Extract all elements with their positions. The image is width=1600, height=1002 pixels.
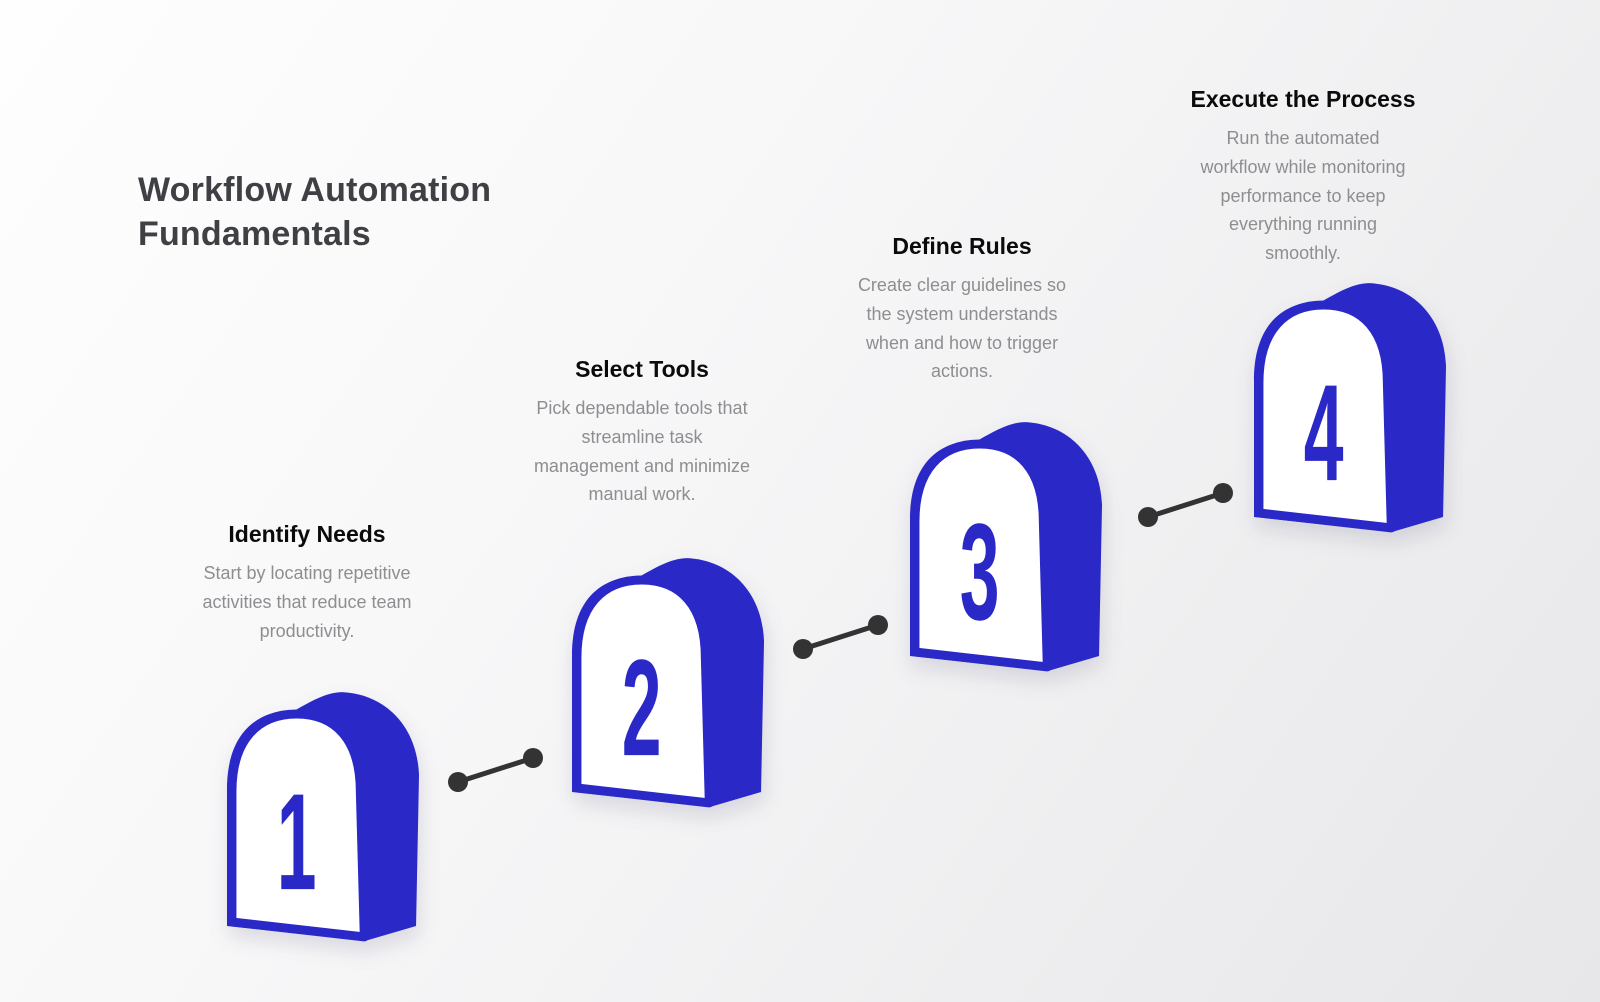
step-4-badge: 4 bbox=[1252, 281, 1451, 540]
step-4-number: 4 bbox=[1304, 357, 1344, 510]
step-3-text-block: Define Rules Create clear guidelines so … bbox=[802, 233, 1122, 386]
arch-badge-icon: 1 bbox=[226, 692, 420, 942]
step-1-description: Start by locating repetitive activities … bbox=[202, 563, 412, 641]
page-title: Workflow Automation Fundamentals bbox=[138, 171, 492, 254]
step-1-text-block: Identify Needs Start by locating repetit… bbox=[147, 521, 467, 645]
connector-step1-step2 bbox=[448, 748, 543, 792]
step-4-text-block: Execute the Process Run the automated wo… bbox=[1143, 86, 1463, 268]
connector-dot bbox=[448, 772, 468, 792]
step-1-number: 1 bbox=[277, 766, 317, 919]
step-2-heading: Select Tools bbox=[575, 356, 709, 382]
connector-dot bbox=[1213, 483, 1233, 503]
connector-dot bbox=[868, 615, 888, 635]
connector-step2-step3 bbox=[793, 615, 888, 659]
connector-step3-step4 bbox=[1138, 483, 1233, 527]
step-2-number: 2 bbox=[622, 632, 662, 785]
step-1-badge: 1 bbox=[225, 690, 424, 949]
step-3-heading: Define Rules bbox=[892, 233, 1032, 259]
step-2-badge: 2 bbox=[570, 556, 769, 815]
arch-badge-icon: 4 bbox=[1253, 283, 1447, 533]
arch-badge-icon: 2 bbox=[571, 558, 765, 808]
connector-dot bbox=[1138, 507, 1158, 527]
connector-dot bbox=[793, 639, 813, 659]
step-4-heading: Execute the Process bbox=[1190, 86, 1416, 112]
arch-badge-icon: 3 bbox=[909, 422, 1103, 672]
step-3-badge: 3 bbox=[908, 420, 1107, 679]
step-3-number: 3 bbox=[960, 496, 1000, 649]
step-1-heading: Identify Needs bbox=[228, 521, 386, 547]
step-2-description: Pick dependable tools that streamline ta… bbox=[533, 398, 751, 505]
connector-dot bbox=[523, 748, 543, 768]
step-3-description: Create clear guidelines so the system un… bbox=[857, 275, 1067, 382]
step-2-text-block: Select Tools Pick dependable tools that … bbox=[482, 356, 802, 509]
step-4-description: Run the automated workflow while monitor… bbox=[1200, 128, 1406, 264]
